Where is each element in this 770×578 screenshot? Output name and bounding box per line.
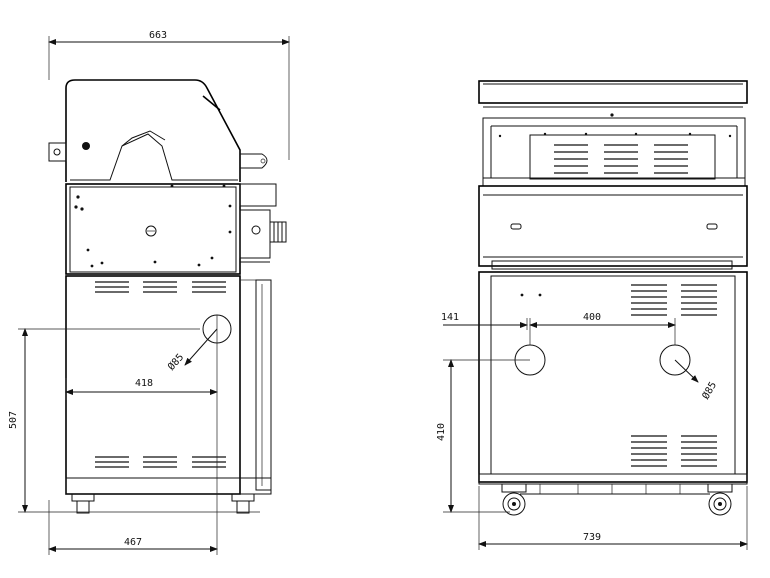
side-view: 663 [8, 30, 290, 555]
leader-diameter-front: Ø85 [674, 359, 719, 402]
dimension-label-467: 467 [124, 537, 142, 548]
front-top-frame [478, 80, 748, 187]
dimension-label-diameter-side: Ø85 [165, 351, 186, 372]
dimension-label-diameter-front: Ø85 [700, 380, 719, 402]
dimension-label-739: 739 [583, 532, 601, 543]
dimension-height-front: 410 [436, 359, 530, 513]
leader-diameter-side: Ø85 [165, 328, 218, 373]
dimension-hole-offset-side: 418 [65, 378, 218, 400]
cabinet-side [65, 275, 272, 514]
grill-lid [48, 79, 268, 182]
front-cabinet [478, 271, 748, 495]
dimension-label-663: 663 [149, 30, 167, 41]
dimension-label-400: 400 [583, 312, 601, 323]
caster-left [501, 483, 527, 516]
front-view: 141 400 Ø85 410 739 [436, 80, 748, 550]
firebox-body [65, 183, 287, 275]
dimension-label-507: 507 [8, 411, 19, 429]
dimension-base-offset-side: 467 [48, 500, 218, 555]
dimension-label-141: 141 [441, 312, 459, 323]
dimension-overall-width-side: 663 [48, 30, 290, 160]
dimension-hole-spacing-front: 141 400 [441, 312, 676, 345]
dimension-label-410: 410 [436, 423, 447, 441]
dimension-label-418: 418 [135, 378, 153, 389]
dimension-height-side: 507 [8, 328, 260, 513]
dimension-overall-width-front: 739 [478, 486, 748, 550]
front-control-panel [478, 185, 748, 270]
caster-right [707, 483, 733, 516]
